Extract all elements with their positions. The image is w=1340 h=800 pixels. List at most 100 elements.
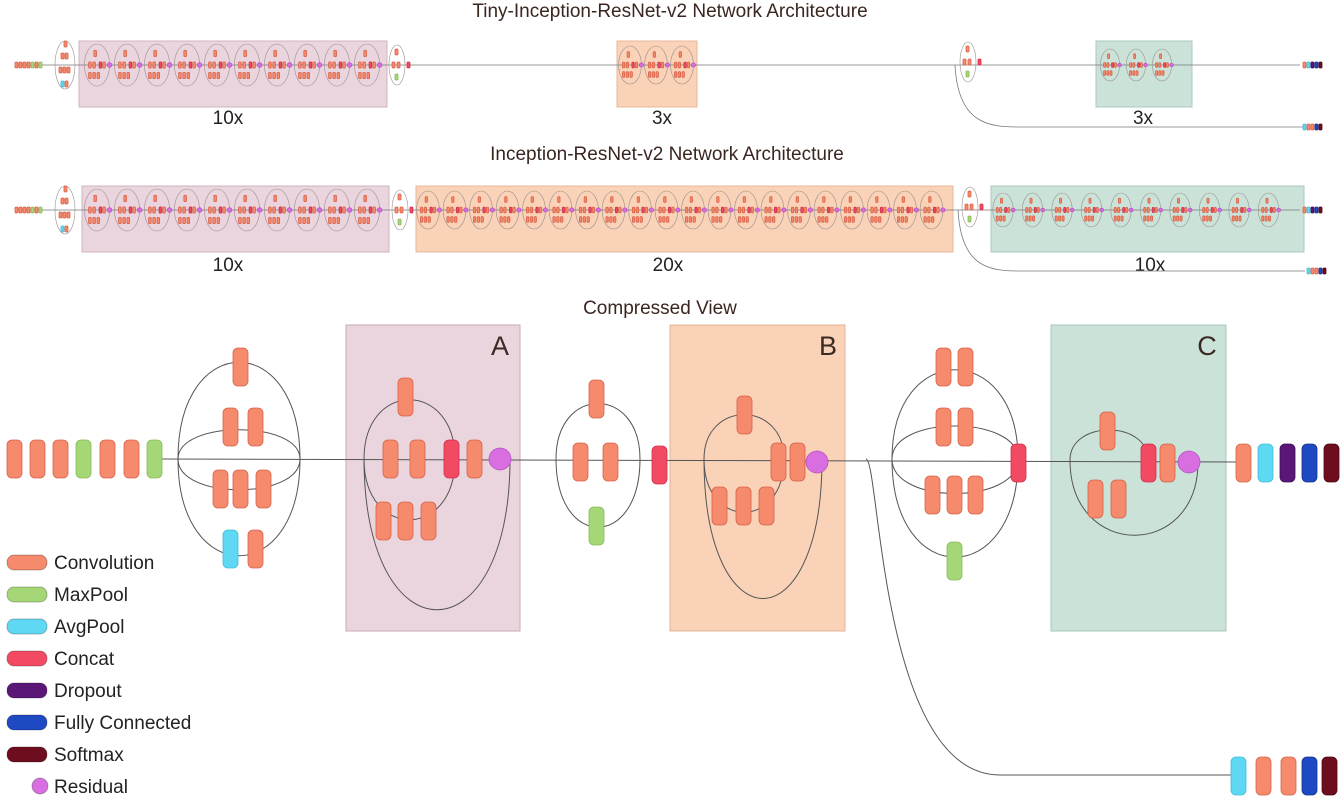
convolution-node [923, 216, 927, 223]
convolution-node [1213, 207, 1217, 213]
convolution-node [685, 206, 689, 214]
convolution-node [844, 206, 848, 214]
convolution-node [821, 206, 825, 214]
convolution-node [208, 216, 212, 225]
concat-node [615, 206, 619, 214]
residual-node [1099, 207, 1104, 213]
full-aux-line [957, 209, 1305, 272]
convolution-node [242, 216, 246, 225]
legend: Convolution MaxPool AvgPool Concat Dropo… [6, 553, 191, 798]
convolution-node [711, 216, 715, 223]
convolution-node [396, 61, 401, 69]
maxpool-node [146, 439, 163, 479]
convolution-node [904, 216, 908, 223]
convolution-node [1235, 215, 1239, 222]
convolution-node [118, 61, 122, 69]
residual-node [1246, 207, 1252, 213]
reduction-outline [959, 41, 977, 83]
concat-node [1163, 62, 1166, 68]
convolution-node [332, 61, 336, 69]
residual-node [463, 207, 469, 213]
convolution-node [1084, 215, 1088, 222]
concat-node [368, 61, 373, 69]
dropout-node [1279, 443, 1296, 483]
convolution-node [768, 216, 772, 223]
convolution-node [213, 49, 217, 57]
convolution-node [212, 71, 216, 80]
legend-item-convolution: Convolution [6, 553, 154, 574]
legend-label-convolution: Convolution [54, 553, 154, 574]
convolution-node [1314, 267, 1319, 275]
block-a-residual-path [363, 458, 511, 611]
convolution-node [178, 216, 182, 225]
convolution-node [878, 216, 882, 223]
convolution-node [1061, 215, 1065, 222]
compressed-block-b-region [669, 324, 846, 632]
residual-node [595, 207, 601, 213]
convolution-node [122, 206, 126, 214]
convolution-node [1261, 207, 1265, 213]
residual-node [436, 207, 442, 213]
concat-node [774, 206, 778, 214]
block-a-label: A [491, 331, 509, 361]
convolution-node [1110, 479, 1127, 519]
convolution-node [342, 61, 346, 69]
convolution-node [724, 206, 728, 214]
legend-item-softmax: Softmax [6, 745, 124, 766]
convolution-node [14, 206, 19, 214]
convolution-node [446, 216, 450, 223]
convolution-node [1146, 215, 1150, 222]
convolution-node [298, 71, 302, 80]
convolution-node [769, 196, 773, 203]
residual-node [887, 207, 893, 213]
convolution-node [741, 216, 745, 223]
convolution-node [935, 347, 952, 387]
convolution-node [666, 216, 670, 223]
residual-node [376, 207, 383, 213]
concat-node [631, 61, 635, 69]
convolution-node [503, 206, 507, 214]
convolution-node [503, 216, 507, 223]
legend-label-concat: Concat [54, 649, 115, 670]
residual-node [648, 207, 654, 213]
concat-node [158, 206, 163, 214]
convolution-node [268, 61, 272, 69]
convolution-node [88, 206, 92, 214]
convolution-node [634, 61, 638, 69]
convolution-node [931, 216, 935, 223]
convolution-node [132, 61, 136, 69]
tiny-network-title: Tiny-Inception-ResNet-v2 Network Archite… [472, 1, 867, 22]
convolution-node [60, 52, 65, 60]
convolution-node [273, 49, 277, 57]
convolution-node [626, 51, 630, 58]
convolution-node [1268, 215, 1272, 222]
avgpool-node [60, 225, 65, 233]
convolution-node [64, 52, 69, 60]
convolution-node [312, 61, 316, 69]
convolution-node [870, 206, 874, 214]
convolution-node [466, 439, 483, 479]
convolution-node [60, 197, 65, 205]
convolution-node [394, 206, 399, 214]
convolution-node [454, 216, 458, 223]
convolution-node [432, 206, 437, 214]
convolution-node [967, 190, 972, 198]
convolution-node [333, 49, 337, 57]
convolution-node [662, 206, 666, 214]
residual-node [489, 207, 495, 213]
convolution-node [1176, 215, 1180, 222]
convolution-node [651, 61, 655, 69]
concat-node [128, 61, 133, 69]
convolution-node [66, 66, 71, 74]
convolution-node [192, 206, 196, 214]
convolution-node [162, 206, 166, 214]
legend-swatch-concat [6, 650, 48, 667]
convolution-node [382, 439, 399, 479]
softmax-node [1323, 443, 1340, 483]
legend-swatch-residual [31, 777, 49, 795]
concat-node [368, 206, 373, 214]
convolution-node [923, 206, 927, 214]
convolution-node [92, 61, 96, 69]
concat-node [1181, 207, 1185, 213]
legend-item-dropout: Dropout [6, 681, 122, 702]
